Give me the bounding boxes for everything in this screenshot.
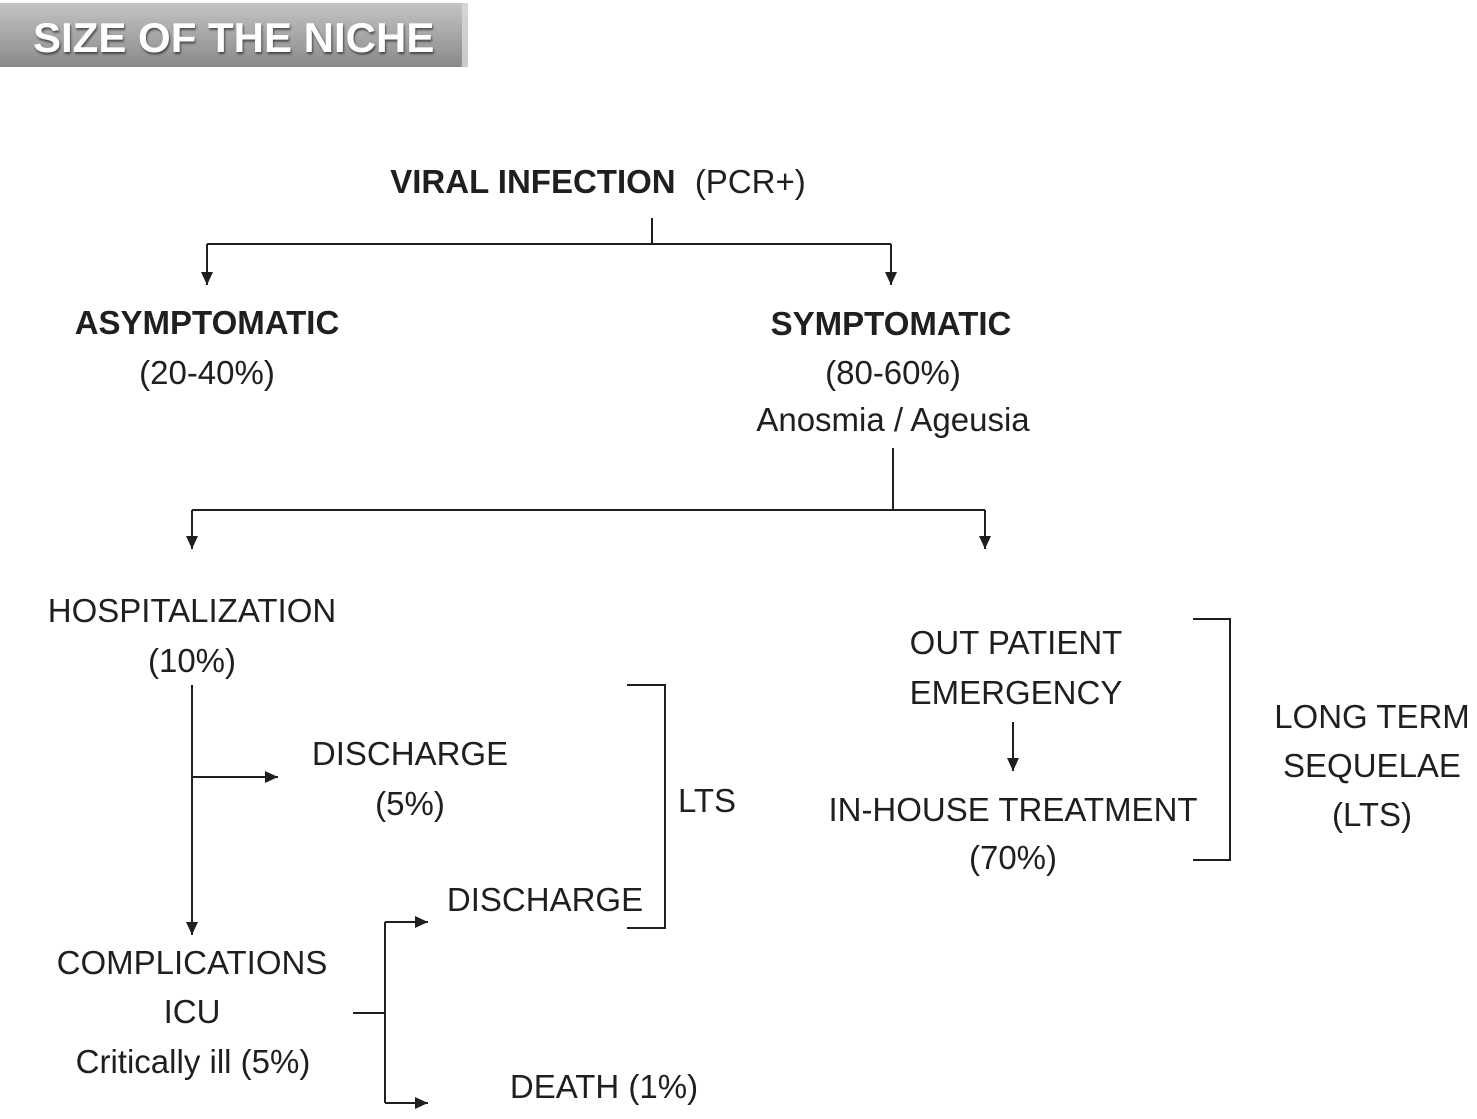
node-viral-infection: VIRAL INFECTION (PCR+) <box>390 163 806 200</box>
node-in-house-treatment-percent: (70%) <box>969 839 1057 876</box>
node-outpatient-line2: EMERGENCY <box>910 674 1123 711</box>
lts-long-line2: SEQUELAE <box>1283 747 1461 784</box>
node-symptomatic-label: SYMPTOMATIC <box>771 305 1012 342</box>
node-hospitalization-percent: (10%) <box>148 642 236 679</box>
node-in-house-treatment-label: IN-HOUSE TREATMENT <box>828 791 1197 828</box>
node-discharge-icu-label: DISCHARGE <box>447 881 643 918</box>
node-asymptomatic-label: ASYMPTOMATIC <box>75 304 340 341</box>
page-title: SIZE OF THE NICHE <box>33 14 434 61</box>
node-complications-label: COMPLICATIONS <box>57 944 328 981</box>
node-hospitalization-label: HOSPITALIZATION <box>48 592 336 629</box>
node-viral-infection-label: VIRAL INFECTION <box>390 163 675 200</box>
node-complications-unit: ICU <box>164 993 221 1030</box>
node-symptomatic-percent: (80-60%) <box>825 354 961 391</box>
node-death-label: DEATH (1%) <box>510 1068 698 1105</box>
lts-short-label: LTS <box>678 782 736 819</box>
node-discharge-early-label: DISCHARGE <box>312 735 508 772</box>
lts-long-line3: (LTS) <box>1332 796 1412 833</box>
title-banner-edge <box>462 3 468 67</box>
node-discharge-early-percent: (5%) <box>375 785 445 822</box>
bracket-lts-short <box>627 684 666 929</box>
title-banner-background <box>0 3 468 67</box>
node-viral-infection-note: (PCR+) <box>695 163 806 200</box>
title-banner: SIZE OF THE NICHE <box>0 3 468 67</box>
node-complications-severity: Critically ill (5%) <box>76 1043 311 1080</box>
node-symptomatic-symptoms: Anosmia / Ageusia <box>756 401 1030 438</box>
lts-long-line1: LONG TERM <box>1274 698 1470 735</box>
node-asymptomatic-percent: (20-40%) <box>139 354 275 391</box>
node-outpatient-line1: OUT PATIENT <box>910 624 1123 661</box>
bracket-lts-long <box>1193 618 1231 861</box>
